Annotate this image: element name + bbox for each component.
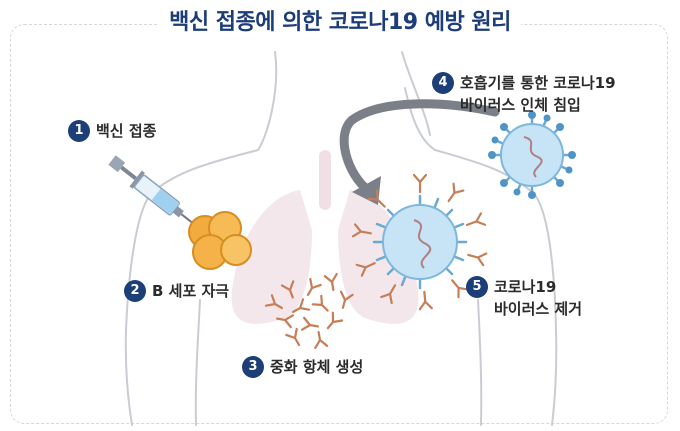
virus-incoming-icon [488,111,576,199]
step-label-line2: 바이러스 제거 [494,300,583,318]
step-label: B 세포 자극 [152,280,229,302]
step-label-line1: 중화 항체 생성 [270,358,364,376]
body-outline [124,51,558,426]
step-number-badge: 3 [242,356,264,378]
title-bar: 백신 접종에 의한 코로나19 예방 원리 [0,6,680,40]
step-label-line2: 바이러스 인체 침입 [460,96,581,114]
step-respiratory-infection: 4 호흡기를 통한 코로나19 바이러스 인체 침입 [432,72,616,116]
step-label: 중화 항체 생성 [270,356,363,378]
step-label: 백신 접종 [96,120,156,142]
step-number-badge: 1 [68,120,90,142]
step-label-line1: 코로나19 [494,278,557,296]
page-title: 백신 접종에 의한 코로나19 예방 원리 [159,10,521,35]
step-number-badge: 4 [432,72,454,94]
step-label: 코로나19 바이러스 제거 [494,276,582,320]
b-cell-icon [188,211,252,270]
step-number-badge: 5 [466,276,488,298]
step-number-badge: 2 [124,280,146,302]
step-antibody-production: 3 중화 항체 생성 [242,356,363,378]
step-label-line1: 호흡기를 통한 코로나19 [460,74,616,92]
antibodies-icon [264,272,354,350]
step-b-cell-stimulation: 2 B 세포 자극 [124,280,229,302]
step-label-line1: 백신 접종 [96,122,157,140]
virus-neutralized-icon [351,173,488,311]
lungs-icon [231,150,419,324]
step-label: 호흡기를 통한 코로나19 바이러스 인체 침입 [460,72,616,116]
infection-arrow [339,99,500,205]
step-virus-removal: 5 코로나19 바이러스 제거 [466,276,582,320]
step-label-line1: B 세포 자극 [152,282,230,300]
step-vaccination: 1 백신 접종 [68,120,156,142]
